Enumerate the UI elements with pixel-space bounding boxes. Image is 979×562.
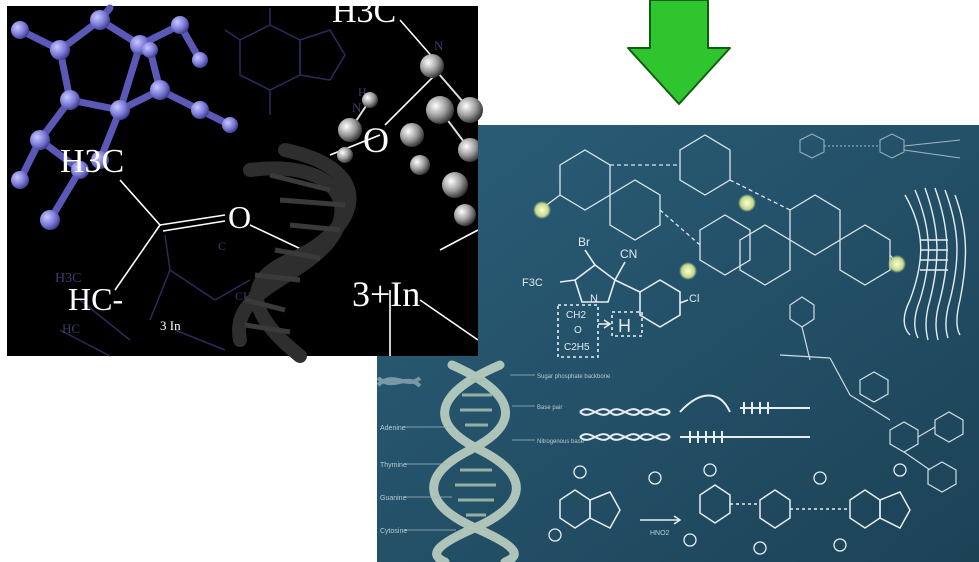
label-base-pair: Base pair	[537, 405, 562, 411]
dark-chemistry-image: N N H H3C HC CH2 C	[7, 0, 483, 363]
label-cl: Cl	[689, 293, 699, 305]
label-indium: 3+In	[352, 274, 420, 314]
label-ch2: CH2	[566, 310, 586, 321]
label-indium-small: 3 In	[160, 318, 181, 333]
label-n: N	[590, 293, 598, 305]
label-c2h5: C2H5	[564, 342, 590, 353]
dark-panel-background	[7, 6, 478, 356]
label-hno2: HNO2	[650, 530, 670, 537]
label-sugar-phosphate: Sugar phosphate backbone	[537, 374, 611, 380]
label-cn: CN	[620, 247, 637, 261]
label-oxygen-right: O	[363, 120, 389, 160]
label-guanine: Guanine	[380, 495, 407, 502]
dim-label-c: C	[218, 239, 226, 253]
blueprint-chemistry-image: Br CN F3C N Cl CH2 O C2H5 H	[376, 125, 979, 562]
dim-label-hc: HC	[62, 321, 80, 336]
label-o: O	[574, 325, 582, 336]
dim-label-n2: N	[352, 100, 362, 115]
label-oxygen-left: O	[228, 199, 251, 235]
label-h3c-left: H3C	[60, 143, 124, 180]
dim-label-h: H	[358, 85, 367, 99]
label-h3c-top: H3C	[332, 0, 396, 30]
label-br: Br	[578, 235, 590, 249]
label-thymine: Thymine	[380, 462, 407, 469]
label-nitrogenous-base: Nitrogenous base	[537, 439, 585, 445]
dim-label-n1: N	[434, 38, 444, 53]
dim-label-h3c: H3C	[55, 271, 81, 286]
label-h-box: H	[618, 316, 631, 336]
label-hc-minus: HC-	[68, 281, 123, 317]
down-arrow-icon	[627, 0, 731, 105]
label-adenine: Adenine	[380, 425, 406, 432]
label-f3c: F3C	[522, 277, 543, 289]
label-cytosine: Cytosine	[380, 528, 407, 535]
blueprint-panel-background	[377, 125, 979, 562]
dna-helix-icon	[376, 376, 422, 388]
